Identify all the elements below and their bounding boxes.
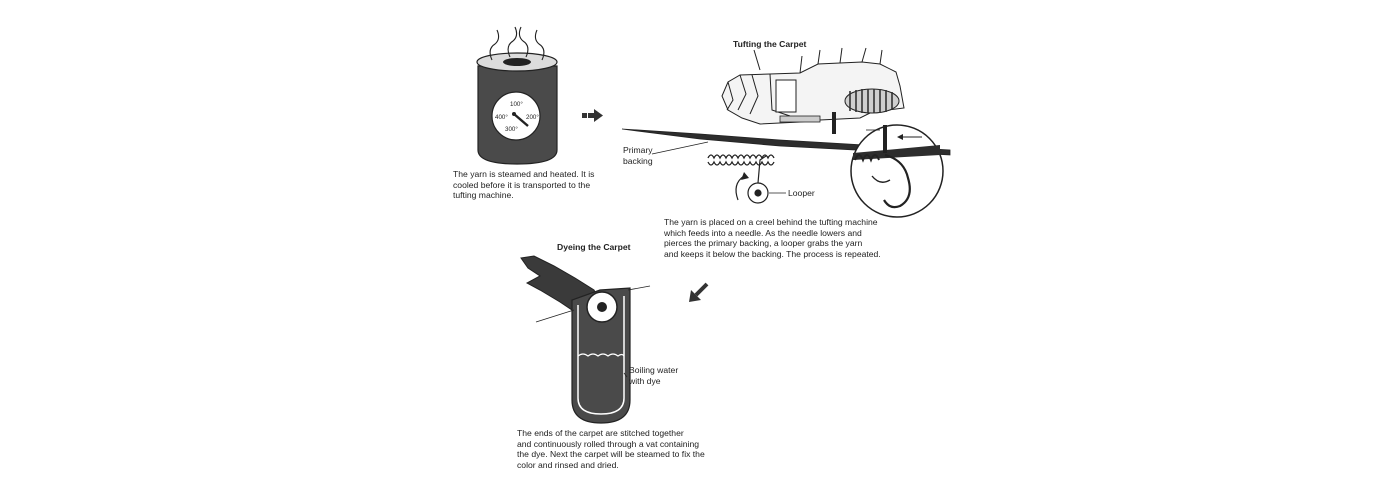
dyeing-caption: The ends of the carpet are stitched toge… (517, 428, 705, 470)
label-boiling-water: Boiling water with dye (629, 365, 678, 386)
tufting-machine (621, 47, 951, 218)
gauge-label-top: 100° (510, 101, 523, 108)
steaming-caption-line: The yarn is steamed and heated. It is (453, 169, 595, 179)
steaming-caption-line: tufting machine. (453, 190, 514, 200)
gauge-label-right: 200° (526, 114, 539, 121)
dyeing-caption-line: and continuously rolled through a vat co… (517, 438, 700, 449)
dyeing-caption-line: The ends of the carpet are stitched toge… (517, 428, 684, 438)
label-primary-backing-line: backing (623, 155, 653, 166)
needle-detail-magnifier (850, 124, 944, 218)
steaming-caption-line: cooled before it is transported to the (453, 179, 591, 190)
label-looper: Looper (788, 188, 815, 198)
label-primary-backing: Primary backing (623, 145, 653, 166)
dyeing-vat (520, 255, 651, 424)
gauge-label-left: 400° (495, 114, 508, 121)
tufting-caption-line: and keeps it below the backing. The proc… (664, 248, 881, 259)
tufting-caption-line: which feeds into a needle. As the needle… (664, 227, 862, 238)
arrow-right-icon (582, 109, 603, 122)
gauge-needle (513, 113, 529, 127)
tufting-caption-line: The yarn is placed on a creel behind the… (664, 217, 878, 227)
steaming-caption: The yarn is steamed and heated. It is co… (453, 169, 594, 201)
dyeing-title: Dyeing the Carpet (557, 242, 631, 252)
arrow-down-left-icon (689, 282, 709, 302)
tufting-caption: The yarn is placed on a creel behind the… (664, 217, 881, 259)
tufting-caption-line: pierces the primary backing, a looper gr… (664, 238, 863, 248)
dyeing-caption-line: the dye. Next the carpet will be steamed… (517, 449, 705, 459)
dyeing-caption-line: color and rinsed and dried. (517, 459, 619, 470)
label-primary-backing-line: Primary (623, 145, 653, 155)
label-boiling-water-line: with dye (629, 375, 661, 386)
steam-drum: 100° 400° 200° 300° (476, 26, 558, 165)
gauge-label-bottom: 300° (505, 126, 518, 133)
label-boiling-water-line: Boiling water (629, 365, 679, 375)
tufting-title: Tufting the Carpet (733, 39, 807, 49)
